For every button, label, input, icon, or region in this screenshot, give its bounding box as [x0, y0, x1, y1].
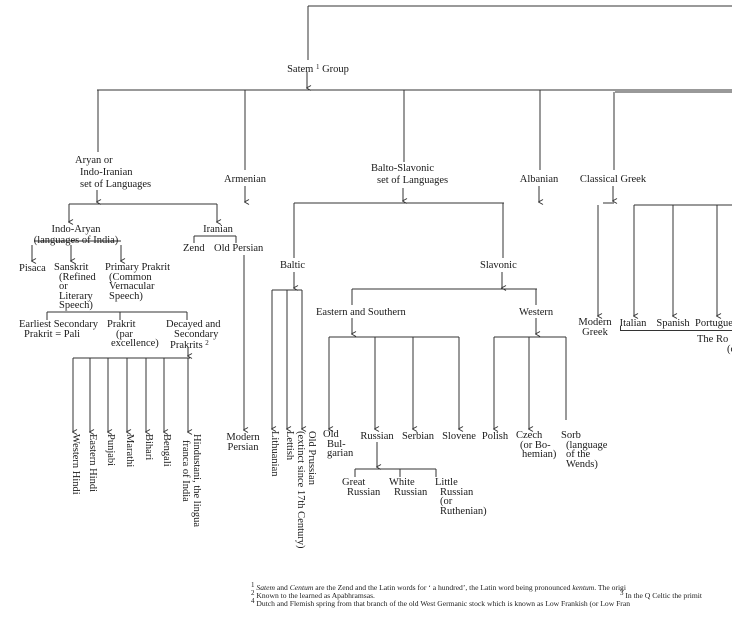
- node-baltic-language: Old Prussian(extinct since 17th Century): [295, 431, 317, 549]
- node-old-persian: Old Persian: [214, 243, 264, 254]
- node-balto-slavonic: Balto-Slavonic set of Languages: [371, 163, 449, 186]
- node-primary-prakrit: Primary Prakrit (Common Vernacular Speec…: [105, 262, 171, 302]
- node-slavonic: Slavonic: [480, 260, 517, 271]
- node-modern-indian-language: Punjabi: [105, 434, 116, 466]
- footnote-ref-2: 2: [205, 339, 209, 347]
- node-romance-group: The Ro: [697, 334, 729, 345]
- romance-group-brace: [620, 326, 732, 331]
- node-modern-indian-language: Bengali: [161, 434, 172, 467]
- node-czech: Czech (or Bo- hemian): [516, 430, 557, 460]
- label-line: Western Hindi: [70, 434, 81, 495]
- label-line: Eastern Hindi: [87, 434, 98, 493]
- node-spanish: Spanish: [656, 318, 690, 329]
- node-great-russian: Great Russian: [342, 477, 381, 498]
- footnote-2: 2 Known to the learned as Apabhramsas.: [251, 589, 375, 600]
- node-aryan-indo-iranian: Aryan or Indo-Iranian set of Languages: [75, 155, 152, 190]
- node-modern-persian: Modern Persian: [226, 432, 260, 453]
- node-iranian: Iranian: [203, 224, 233, 235]
- node-western: Western: [519, 307, 554, 318]
- node-russian: Russian: [360, 431, 394, 442]
- node-sanskrit: Sanskrit (Refined or Literary Speech): [54, 262, 96, 311]
- label-line: Punjabi: [105, 434, 116, 467]
- footnote-ref-1: 1: [315, 63, 320, 71]
- label-line: Hindustani, the lingua: [191, 434, 202, 528]
- node-italian: Italian: [619, 318, 647, 329]
- node-modern-indian-language: Marathi: [124, 434, 135, 467]
- node-satem-group: Satem 1 Group: [287, 63, 349, 75]
- node-indo-aryan: Indo-Aryan (languages of India): [33, 224, 119, 246]
- node-decayed-prakrits: Decayed and Secondary Prakrits 2: [166, 319, 221, 351]
- node-pali: Earliest Secondary Prakrit = Pali: [19, 319, 99, 340]
- node-modern-greek: Modern Greek: [578, 317, 612, 338]
- node-romance-group-sub: (c: [727, 344, 732, 355]
- node-polish: Polish: [481, 431, 509, 442]
- node-modern-indian-language: Bihari: [143, 434, 154, 460]
- node-pisaca: Pisaca: [19, 263, 46, 274]
- node-modern-indian-language: Western Hindi: [70, 434, 81, 495]
- node-baltic-language: Lithuanian: [269, 431, 280, 477]
- label-line: Bihari: [143, 434, 154, 461]
- node-portuguese: Portugue: [695, 318, 732, 329]
- node-white-russian: White Russian: [389, 477, 428, 498]
- node-armenian: Armenian: [224, 174, 266, 185]
- node-modern-indian-language: Eastern Hindi: [87, 434, 98, 492]
- footnote-3: 3 In the Q Celtic the primit: [620, 589, 702, 600]
- node-serbian: Serbian: [401, 431, 435, 442]
- label-line: Marathi: [124, 434, 135, 468]
- label-line: Lettish: [284, 431, 295, 461]
- label-line: Bengali: [161, 434, 172, 467]
- footnote-4: 4 Dutch and Flemish spring from that bra…: [251, 597, 631, 608]
- label-line: franca of India: [180, 440, 191, 502]
- label-line: Old Prussian: [306, 431, 317, 485]
- label-line: Lithuanian: [269, 431, 280, 477]
- node-sorb: Sorb (language of the Wends): [561, 430, 608, 470]
- node-classical-greek: Classical Greek: [579, 174, 647, 185]
- node-albanian: Albanian: [519, 174, 559, 185]
- node-little-russian: Little Russian (or Ruthenian): [435, 477, 487, 517]
- node-eastern-southern: Eastern and Southern: [316, 307, 406, 318]
- node-slovene: Slovene: [442, 431, 476, 442]
- footnote-1: 1 Satem and Centum are the Zend and the …: [251, 581, 626, 592]
- node-old-bulgarian: Old Bul- garian: [323, 429, 354, 459]
- node-zend: Zend: [183, 243, 205, 254]
- node-baltic: Baltic: [280, 260, 306, 271]
- label-line: (extinct since 17th Century): [295, 431, 306, 549]
- node-prakrit-par-excellence: Prakrit (par excellence): [107, 319, 159, 349]
- node-baltic-language: Lettish: [284, 431, 295, 460]
